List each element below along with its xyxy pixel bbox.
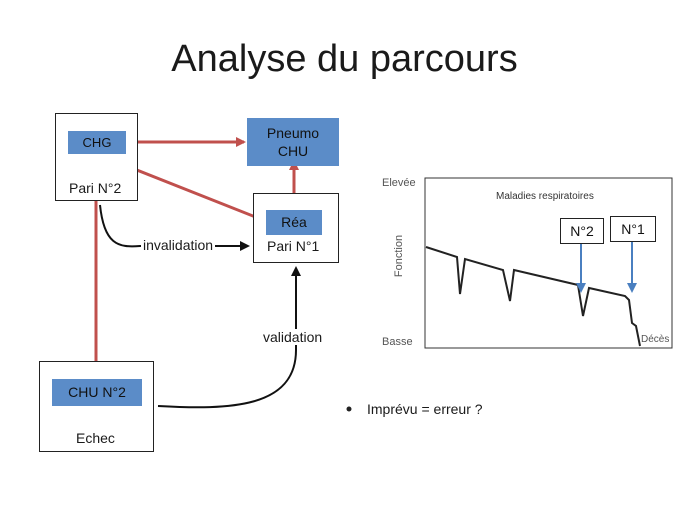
node-rea-label: Réa bbox=[266, 210, 322, 235]
bullet-text: Imprévu = erreur ? bbox=[367, 401, 483, 417]
chart-y-axis: Fonction bbox=[393, 234, 406, 278]
node-chu2-caption: Echec bbox=[76, 430, 115, 446]
chart-y-bottom: Basse bbox=[382, 336, 413, 348]
node-pneumo-line2: CHU bbox=[277, 143, 309, 159]
node-chu2-container bbox=[39, 361, 154, 452]
label-validation: validation bbox=[261, 329, 325, 345]
arrow-validation bbox=[157, 266, 301, 409]
node-rea-caption: Pari N°1 bbox=[267, 238, 320, 254]
chart-title: Maladies respiratoires bbox=[496, 191, 594, 202]
node-chg-label: CHG bbox=[68, 131, 126, 154]
label-invalidation: invalidation bbox=[141, 237, 216, 253]
marker-n2: N°2 bbox=[560, 218, 604, 244]
node-chg-container bbox=[55, 113, 138, 201]
chart-end-label: Décès bbox=[641, 334, 670, 345]
marker-n1: N°1 bbox=[610, 216, 656, 242]
inset-chart-frame bbox=[424, 177, 673, 349]
bullet-dot bbox=[346, 406, 352, 412]
arrow-invalidation bbox=[99, 204, 250, 251]
node-chu2-label: CHU N°2 bbox=[52, 379, 142, 406]
node-chg-caption: Pari N°2 bbox=[69, 180, 122, 196]
node-pneumo-line1: Pneumo bbox=[266, 125, 320, 141]
chart-y-top: Elevée bbox=[382, 177, 416, 189]
node-pneumo: Pneumo CHU bbox=[247, 118, 339, 166]
slide-title: Analyse du parcours bbox=[171, 38, 518, 80]
